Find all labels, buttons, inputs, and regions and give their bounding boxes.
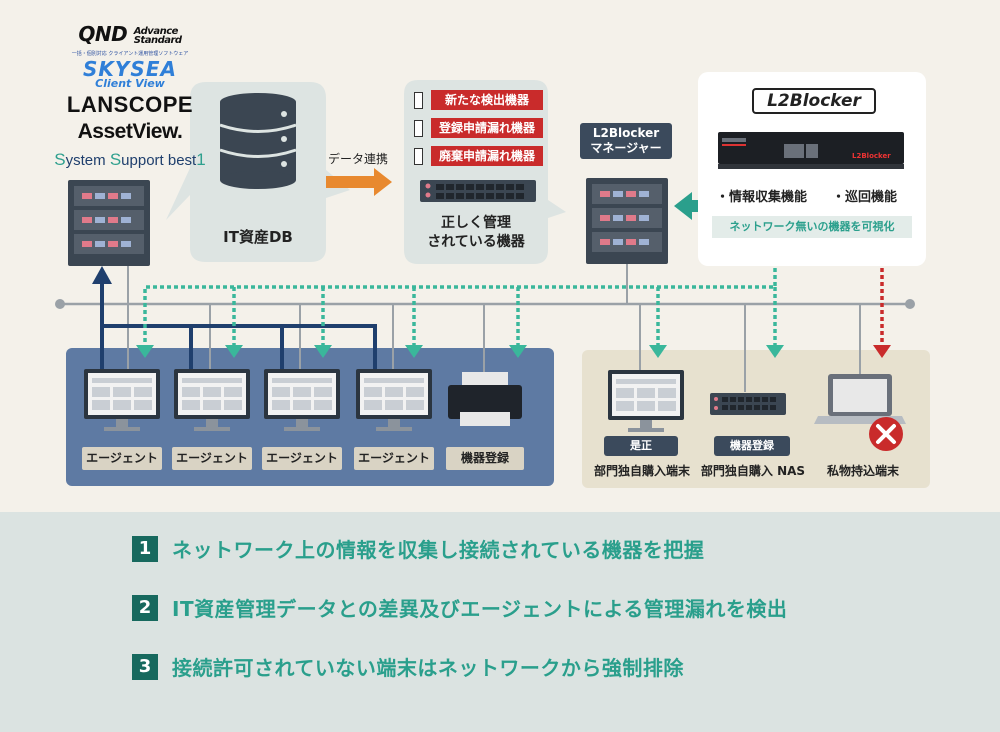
nas-icon — [710, 393, 786, 415]
database-icon — [219, 93, 297, 189]
statement-text: IT資産管理データとの差異及びエージェントによる管理漏れを検出 — [172, 597, 788, 621]
detected-device-list: 新たな検出機器 登録申請漏れ機器 廃棄申請漏れ機器 — [414, 90, 543, 166]
detect-tag-new: 新たな検出機器 — [431, 90, 543, 110]
private-terminal-caption: 私物持込端末 — [826, 464, 899, 478]
block-x-icon — [869, 417, 903, 451]
l2blocker-manager-label: L2Blocker マネージャー — [580, 123, 672, 159]
l2blocker-logo: L2Blocker — [752, 88, 876, 114]
managed-line1: 正しく管理 — [441, 215, 511, 231]
unmanaged-monitor — [608, 370, 684, 432]
statement-number: 3 — [132, 653, 158, 680]
statement-number: 2 — [132, 594, 158, 621]
statement-3: 3 接続許可されていない端末はネットワークから強制排除 — [132, 652, 684, 681]
statement-text: ネットワーク上の情報を収集し接続されている機器を把握 — [172, 538, 705, 562]
agent-monitor-1 — [84, 369, 160, 431]
l2blocker-appliance — [718, 132, 904, 169]
detect-item-new: 新たな検出機器 — [414, 90, 543, 110]
detect-tag-dispose-missed: 廃棄申請漏れ機器 — [431, 146, 543, 166]
skysea-tagline: 一括・個別対応 クライアント運用管理ソフトウェア — [71, 51, 189, 57]
statement-number: 1 — [132, 535, 158, 562]
qnd-logo-main: QND — [78, 22, 128, 46]
agent-monitor-2 — [174, 369, 250, 431]
laptop-icon — [814, 374, 906, 424]
exclusion-arrowhead — [873, 345, 891, 358]
agent-upload-arrowhead — [92, 266, 112, 284]
qnd-logo-sub1: Advance — [133, 25, 179, 37]
server-rack-left — [68, 180, 150, 266]
square-icon — [414, 147, 423, 165]
dept-nas-caption: 部門独自購入 NAS — [700, 464, 806, 478]
statement-1: 1 ネットワーク上の情報を収集し接続されている機器を把握 — [132, 534, 704, 563]
square-icon — [414, 119, 423, 137]
assetview-logo: AssetView. — [77, 120, 183, 143]
switch-icon — [420, 180, 536, 202]
data-link-label: データ連携 — [327, 152, 388, 166]
detect-item-register-missed: 登録申請漏れ機器 — [414, 118, 543, 138]
qnd-logo-sub2: Standard — [133, 34, 182, 46]
managed-line2: されている機器 — [427, 234, 525, 250]
backbone-left-end — [55, 299, 65, 309]
statement-2: 2 IT資産管理データとの差異及びエージェントによる管理漏れを検出 — [132, 593, 787, 622]
agent-monitor-4 — [356, 369, 432, 431]
appliance-brand-label: L2Blocker — [852, 152, 891, 160]
data-link-arrow — [326, 168, 392, 196]
backbone-right-end — [905, 299, 915, 309]
feature-patrol: ・巡回機能 — [832, 190, 898, 205]
detect-tag-register-missed: 登録申請漏れ機器 — [431, 118, 543, 138]
detect-item-dispose-missed: 廃棄申請漏れ機器 — [414, 146, 543, 166]
it-asset-db-label: IT資産DB — [223, 228, 293, 246]
visualize-label: ネットワーク無いの機器を可視化 — [712, 216, 912, 238]
skysea-client-view: Client View — [95, 77, 165, 90]
correction-tag: 是正 — [604, 436, 678, 456]
feature-collect: ・情報収集機能 — [716, 190, 808, 205]
dept-terminal-caption: 部門独自購入端末 — [593, 464, 690, 478]
summary-panel: 1 ネットワーク上の情報を収集し接続されている機器を把握 2 IT資産管理データ… — [0, 512, 1000, 732]
agent-label-3: エージェント — [262, 447, 342, 470]
statement-text: 接続許可されていない端末はネットワークから強制排除 — [172, 656, 684, 680]
agent-label-1: エージェント — [82, 447, 162, 470]
lanscope-logo: LANSCOPE — [66, 92, 194, 117]
skysea-logo: SKYSEA — [83, 57, 177, 81]
printer-register-label: 機器登録 — [446, 447, 524, 470]
nas-register-tag: 機器登録 — [714, 436, 790, 456]
agent-label-2: エージェント — [172, 447, 252, 470]
square-icon — [414, 91, 423, 109]
system-support-best1-logo: System Support best1 — [54, 150, 206, 169]
server-rack-manager — [586, 178, 668, 264]
agent-monitor-3 — [264, 369, 340, 431]
agent-label-4: エージェント — [354, 447, 434, 470]
manager-line2: マネージャー — [590, 141, 662, 155]
printer-icon — [448, 372, 522, 426]
manager-line1: L2Blocker — [592, 126, 660, 140]
managed-devices-label: 正しく管理 されている機器 — [404, 214, 548, 252]
